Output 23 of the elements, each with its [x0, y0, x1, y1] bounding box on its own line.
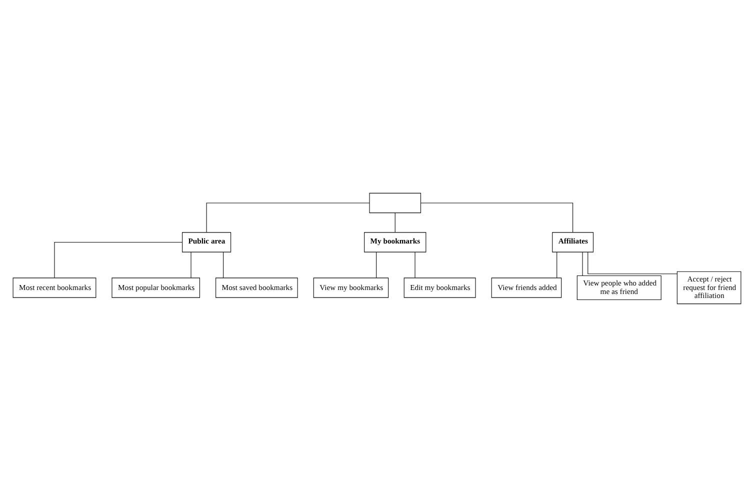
connector: [414, 251, 416, 278]
node-box: Accept / reject request for friend affiliation: [676, 270, 742, 304]
connector: [394, 212, 396, 232]
node-box: View people who added me as friend: [576, 274, 662, 300]
node-box: My bookmarks: [364, 232, 426, 252]
connector: [190, 251, 192, 278]
connector: [54, 241, 183, 278]
node-box: Affiliates: [552, 232, 594, 252]
node-box: View my bookmarks: [313, 277, 389, 298]
node-box: View friends added: [491, 277, 562, 298]
node-box: Most saved bookmarks: [216, 277, 298, 298]
connector: [588, 251, 678, 274]
connector: [206, 202, 370, 232]
node-box: [369, 192, 422, 213]
connector: [376, 251, 377, 278]
node-box: Most popular bookmarks: [112, 277, 200, 298]
node-box: Public area: [182, 232, 232, 252]
connector: [420, 202, 574, 232]
connector: [223, 251, 224, 278]
connector: [556, 251, 558, 278]
node-box: Most recent bookmarks: [12, 277, 96, 298]
node-box: Edit my bookmarks: [404, 277, 476, 298]
connector: [582, 251, 583, 276]
